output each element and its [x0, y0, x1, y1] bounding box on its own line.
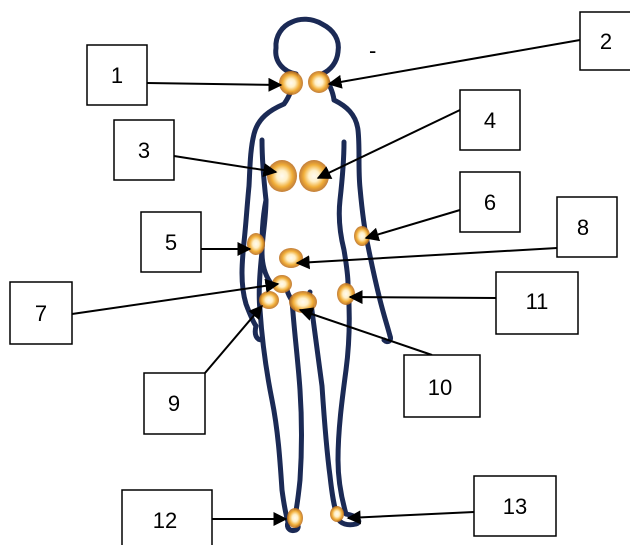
label-12-text: 12	[153, 508, 177, 533]
label-box-9: 9	[144, 373, 205, 434]
spot-8	[279, 248, 303, 268]
label-box-11: 11	[496, 272, 578, 334]
spot-1	[279, 71, 303, 95]
label-9-text: 9	[168, 391, 180, 416]
label-box-8: 8	[557, 197, 617, 257]
label-10-text: 10	[428, 375, 452, 400]
spot-12	[287, 508, 303, 528]
label-box-1: 1	[87, 45, 147, 105]
label-box-13: 13	[474, 476, 556, 536]
arrow-10	[300, 310, 432, 355]
stray-mark: -	[369, 38, 376, 63]
spot-4	[299, 160, 329, 192]
label-5-text: 5	[165, 230, 177, 255]
spot-6	[354, 226, 370, 246]
label-box-2: 2	[580, 12, 630, 70]
spot-11	[337, 283, 355, 305]
arrow-6	[366, 210, 460, 238]
label-8-text: 8	[577, 215, 589, 240]
arrow-13	[348, 512, 474, 518]
arrow-9	[205, 306, 262, 373]
label-11-text: 11	[526, 289, 549, 314]
label-4-text: 4	[484, 108, 496, 133]
spot-2	[308, 71, 330, 93]
label-6-text: 6	[484, 190, 496, 215]
label-box-3: 3	[114, 120, 174, 180]
label-box-12: 12	[122, 490, 212, 545]
arrow-1	[147, 83, 281, 85]
pain-spots	[247, 71, 370, 528]
label-box-10: 10	[404, 355, 480, 417]
label-13-text: 13	[503, 494, 527, 519]
label-2-text: 2	[600, 29, 612, 54]
arrow-8	[297, 248, 557, 263]
label-7-text: 7	[35, 301, 47, 326]
arrow-2	[329, 40, 580, 84]
label-box-4: 4	[460, 90, 520, 150]
arrow-4	[318, 110, 460, 178]
spot-3	[267, 160, 297, 192]
label-3-text: 3	[138, 138, 150, 163]
body-outline	[242, 19, 391, 530]
label-box-7: 7	[10, 282, 72, 344]
spot-13	[330, 506, 344, 522]
label-box-5: 5	[141, 212, 201, 272]
label-box-6: 6	[460, 172, 520, 232]
arrow-11	[350, 297, 496, 298]
spot-5	[247, 233, 265, 255]
spot-10	[289, 291, 317, 313]
label-1-text: 1	[111, 63, 123, 88]
